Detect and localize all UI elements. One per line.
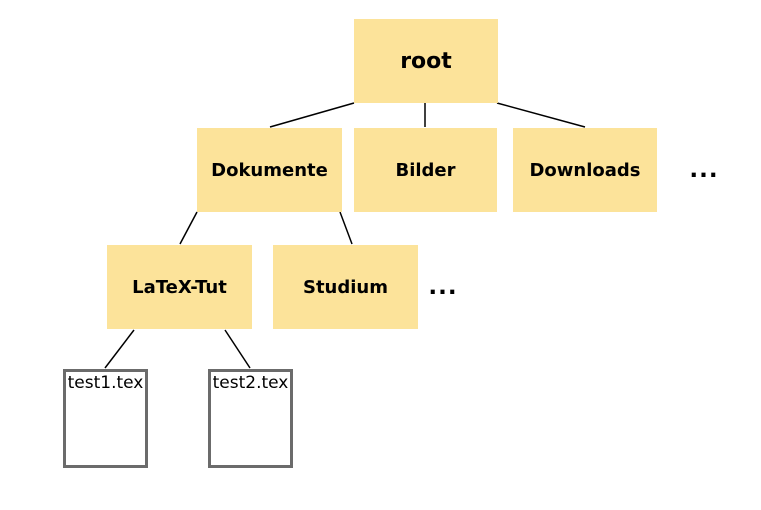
tree-node-latex-tut: LaTeX-Tut xyxy=(107,245,252,329)
tree-node-downloads: Downloads xyxy=(513,128,657,212)
edge-root-to-dokumente xyxy=(269,102,355,128)
tree-node-test1-tex: test1.tex xyxy=(63,369,148,468)
edge-latex-tut-to-test1-tex xyxy=(104,329,135,369)
tree-node-test2-tex: test2.tex xyxy=(208,369,293,468)
more-indicator-more-level1: ... xyxy=(689,157,719,183)
edge-root-to-downloads xyxy=(496,102,586,128)
edge-dokumente-to-latex-tut xyxy=(179,211,198,245)
tree-node-studium: Studium xyxy=(273,245,418,329)
tree-node-bilder: Bilder xyxy=(354,128,497,212)
edge-latex-tut-to-test2-tex xyxy=(224,329,251,369)
edge-dokumente-to-studium xyxy=(339,211,353,245)
more-indicator-more-level2: ... xyxy=(428,274,458,300)
tree-node-root: root xyxy=(354,19,498,103)
tree-node-dokumente: Dokumente xyxy=(197,128,342,212)
